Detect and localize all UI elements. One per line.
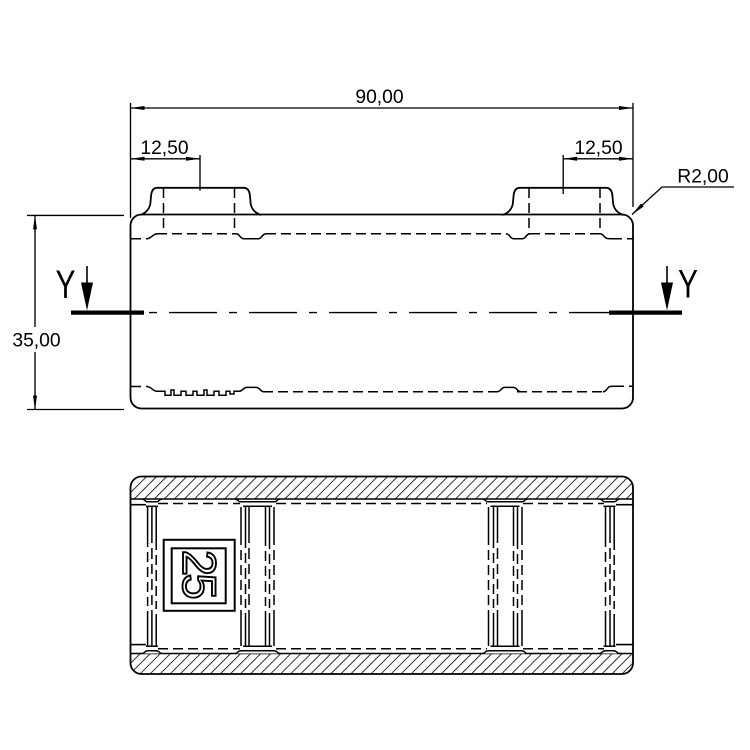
svg-text:Y: Y [56, 263, 76, 307]
svg-text:Y: Y [678, 263, 698, 307]
svg-text:12,50: 12,50 [140, 138, 188, 159]
svg-text:R2,00: R2,00 [677, 167, 728, 188]
svg-text:25: 25 [173, 550, 226, 599]
svg-text:35,00: 35,00 [12, 330, 60, 351]
svg-text:12,50: 12,50 [574, 138, 622, 159]
svg-text:90,00: 90,00 [355, 87, 403, 108]
